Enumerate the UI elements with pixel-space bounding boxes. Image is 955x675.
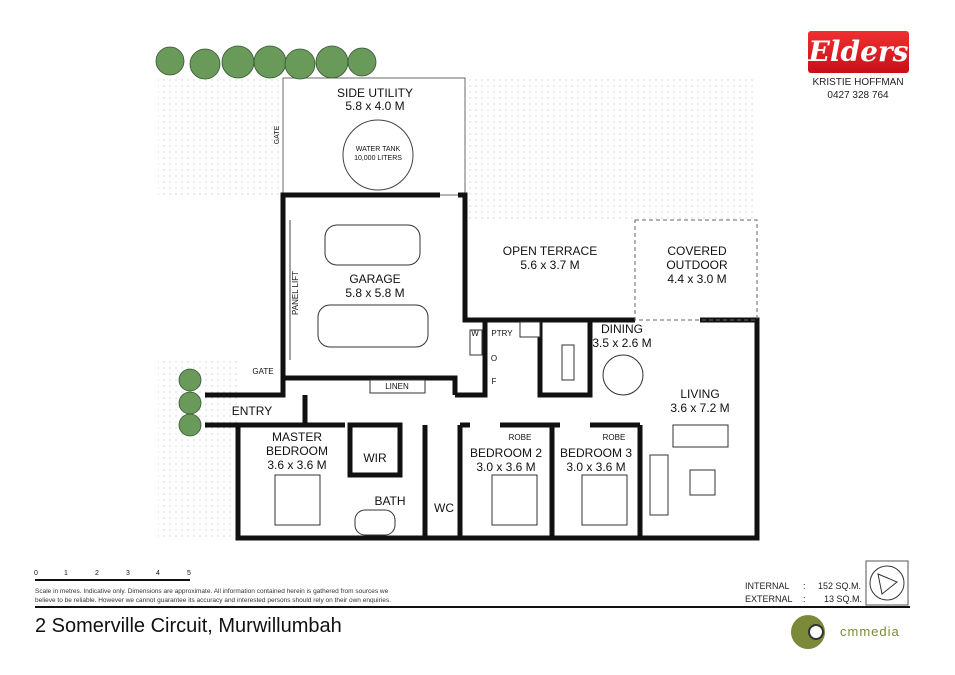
internal-label: INTERNAL (745, 581, 790, 591)
svg-text:5: 5 (187, 570, 191, 577)
open-terrace-name: OPEN TERRACE (503, 244, 597, 258)
elders-logo: Elders (808, 31, 909, 73)
entry-label: ENTRY (232, 404, 272, 418)
gate-label: GATE (274, 125, 281, 144)
living-size: 3.6 x 7.2 M (670, 401, 729, 415)
master-size: 3.6 x 3.6 M (267, 458, 326, 472)
producer-name: cmmedia (840, 624, 900, 639)
yard (158, 360, 238, 538)
svg-text:1: 1 (64, 570, 68, 577)
master-name: MASTER (272, 430, 322, 444)
bedroom3-name: BEDROOM 3 (560, 446, 632, 460)
water-tank-name: WATER TANK (356, 146, 401, 153)
gate-label: GATE (252, 367, 273, 376)
svg-text:4: 4 (156, 570, 160, 577)
bath-label: BATH (374, 494, 405, 508)
robe-label: ROBE (509, 433, 532, 442)
water-tank-capacity: 10,000 LITERS (354, 155, 402, 162)
furniture (274, 224, 729, 536)
wir-label: WIR (363, 451, 387, 465)
garage-name: GARAGE (349, 272, 400, 286)
disclaimer: Scale in metres. Indicative only. Dimens… (35, 587, 391, 605)
covered-outdoor (634, 219, 758, 321)
external-value: 13 SQ.M. (824, 594, 863, 604)
covered-outdoor-size: 4.4 x 3.0 M (667, 272, 726, 286)
open-terrace-size: 5.6 x 3.7 M (520, 258, 579, 272)
svg-text:2: 2 (95, 570, 99, 577)
cmmedia-logo-icon (808, 624, 824, 640)
svg-text:3: 3 (126, 570, 130, 577)
disclaimer-line: Scale in metres. Indicative only. Dimens… (35, 588, 389, 595)
internal-value: 152 SQ.M. (818, 581, 862, 591)
scale-bar: 0 1 2 3 4 5 (34, 570, 191, 581)
bedroom2-size: 3.0 x 3.6 M (476, 460, 535, 474)
bedroom2-name: BEDROOM 2 (470, 446, 542, 460)
dining-size: 3.5 x 2.6 M (592, 336, 651, 350)
side-utility-name: SIDE UTILITY (337, 86, 413, 100)
external-area: EXTERNAL:13 SQ.M. (745, 594, 863, 604)
f-label: F (492, 377, 497, 386)
panel-lift-label: PANEL LIFT (291, 271, 300, 315)
disclaimer-line: believe to be reliable. However we canno… (35, 597, 391, 604)
covered-outdoor-name: OUTDOOR (666, 258, 728, 272)
north-arrow-icon (877, 573, 898, 595)
o-label: O (491, 354, 497, 363)
internal-area: INTERNAL:152 SQ.M. (745, 581, 862, 591)
compass-icon (869, 565, 905, 601)
svg-text:0: 0 (34, 570, 38, 577)
garage-size: 5.8 x 5.8 M (345, 286, 404, 300)
pantry-label: PTRY (491, 329, 513, 338)
yard (465, 78, 757, 220)
external-label: EXTERNAL (745, 594, 793, 604)
bedroom3-size: 3.0 x 3.6 M (566, 460, 625, 474)
dining-name: DINING (601, 322, 643, 336)
w-label: W (471, 329, 479, 338)
covered-outdoor-name: COVERED (667, 244, 727, 258)
water-tank (342, 119, 414, 191)
linen-label: LINEN (385, 382, 409, 391)
property-address: 2 Somerville Circuit, Murwillumbah (35, 615, 342, 637)
agent-name: KRISTIE HOFFMAN (812, 77, 904, 88)
wc-label: WC (434, 501, 454, 515)
compass-icon (865, 560, 909, 606)
agent-phone: 0427 328 764 (827, 90, 889, 101)
robe-label: ROBE (603, 433, 626, 442)
master-name: BEDROOM (266, 444, 328, 458)
living-name: LIVING (680, 387, 719, 401)
trees (155, 45, 377, 437)
side-utility-size: 5.8 x 4.0 M (345, 99, 404, 113)
